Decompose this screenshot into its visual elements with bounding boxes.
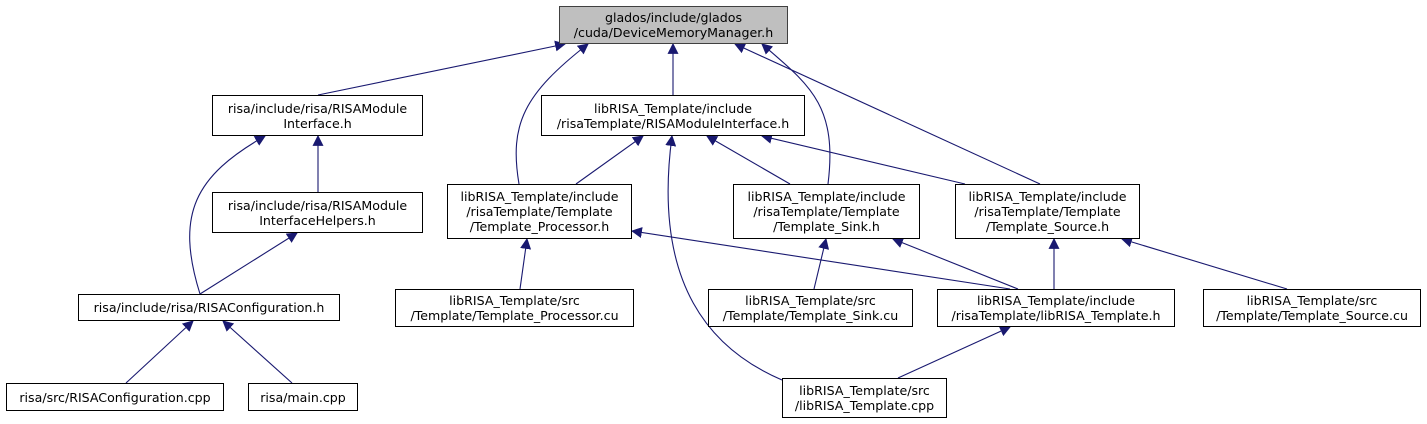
node-template-processor-cu[interactable]: libRISA_Template/src /Template/Template_… (395, 289, 634, 327)
node-label-line: /Template/Template_Processor.cu (410, 308, 619, 323)
node-template-module-interface[interactable]: libRISA_Template/include /risaTemplate/R… (541, 95, 805, 136)
node-label-line: libRISA_Template/src (449, 293, 580, 308)
edge-tmi-to-tsrc (760, 132, 966, 185)
node-label-line: risa/include/risa/RISAConfiguration.h (93, 300, 325, 315)
node-risa-configuration-h[interactable]: risa/include/risa/RISAConfiguration.h (78, 294, 340, 321)
edge-tproc-to-tproccu (519, 237, 532, 290)
node-label-line: /risaTemplate/libRISA_Template.h (951, 308, 1161, 323)
node-template-source-h[interactable]: libRISA_Template/include /risaTemplate/T… (955, 184, 1140, 239)
node-risa-module-interface[interactable]: risa/include/risa/RISAModule Interface.h (212, 95, 423, 136)
edge-root-to-tsrc (734, 43, 1041, 185)
node-risa-module-interface-helpers[interactable]: risa/include/risa/RISAModule InterfaceHe… (212, 192, 423, 233)
node-root-device-memory-manager: glados/include/glados /cuda/DeviceMemory… (559, 6, 788, 44)
node-label-line: risa/include/risa/RISAModule (227, 100, 408, 116)
node-label-line: Interface.h (283, 115, 352, 131)
node-label-line: /risaTemplate/Template (753, 204, 900, 219)
edge-tsink-to-tsinkcu (813, 237, 830, 290)
edge-tmi-to-tproc (575, 135, 644, 185)
node-template-source-cu[interactable]: libRISA_Template/src /Template/Template_… (1203, 289, 1421, 327)
node-label-line: /Template/Template_Sink.cu (722, 308, 899, 323)
node-label-line: /Template_Sink.h (773, 219, 880, 234)
node-label-line: libRISA_Template/include (977, 293, 1135, 308)
edge-rconf-to-main (222, 320, 293, 384)
edge-rconf-to-rconfcpp (125, 320, 194, 384)
node-librisa-template-cpp[interactable]: libRISA_Template/src /libRISA_Template.c… (782, 378, 947, 418)
node-template-sink-h[interactable]: libRISA_Template/include /risaTemplate/T… (733, 184, 920, 239)
edge-tsrc-to-tsrccu (1120, 236, 1288, 290)
node-label-line: risa/include/risa/RISAModule (227, 197, 408, 213)
edge-libh-to-libcpp (897, 326, 1012, 379)
node-label-line: /risaTemplate/RISAModuleInterface.h (556, 115, 790, 131)
node-label-line: risa/main.cpp (260, 389, 346, 405)
node-label-line: InterfaceHelpers.h (259, 212, 376, 228)
node-label-line: /Template/Template_Source.cu (1216, 308, 1408, 323)
node-label-line: libRISA_Template/include (594, 100, 752, 116)
node-librisa-template-h[interactable]: libRISA_Template/include /risaTemplate/l… (937, 289, 1175, 327)
edge-tmi-to-libcpp (665, 134, 783, 381)
node-label-line: /risaTemplate/Template (974, 204, 1121, 219)
node-risa-main-cpp[interactable]: risa/main.cpp (248, 383, 358, 411)
node-risa-configuration-cpp[interactable]: risa/src/RISAConfiguration.cpp (6, 383, 224, 411)
node-label-line: risa/src/RISAConfiguration.cpp (19, 389, 211, 405)
edge-root-to-rmi (317, 40, 567, 96)
edges-layer (125, 40, 1288, 384)
node-template-sink-cu[interactable]: libRISA_Template/src /Template/Template_… (708, 289, 913, 327)
node-label-line: /Template_Source.h (985, 219, 1110, 234)
node-label-line: libRISA_Template/src (1246, 293, 1378, 308)
node-label-line: /libRISA_Template.cpp (794, 398, 935, 413)
edge-rmi-to-rconf (189, 135, 266, 295)
node-label-line: /cuda/DeviceMemoryManager.h (573, 25, 774, 40)
edge-root-to-tproc (515, 43, 589, 185)
node-label-line: libRISA_Template/src (745, 293, 876, 308)
edge-tmi-to-tsink (706, 135, 791, 185)
node-label-line: libRISA_Template/src (799, 383, 930, 398)
node-label-line: /risaTemplate/Template (466, 204, 613, 219)
node-label-line: /Template_Processor.h (469, 219, 610, 234)
edge-tsink-to-libh (891, 237, 1019, 290)
node-label-line: libRISA_Template/include (460, 189, 619, 204)
node-template-processor-h[interactable]: libRISA_Template/include /risaTemplate/T… (447, 184, 632, 239)
edge-rmih-to-rconf (199, 232, 298, 295)
edge-root-to-tsink (761, 43, 831, 185)
node-label-line: libRISA_Template/include (747, 189, 906, 204)
node-label-line: libRISA_Template/include (968, 189, 1127, 204)
node-label-line: glados/include/glados (604, 10, 743, 25)
